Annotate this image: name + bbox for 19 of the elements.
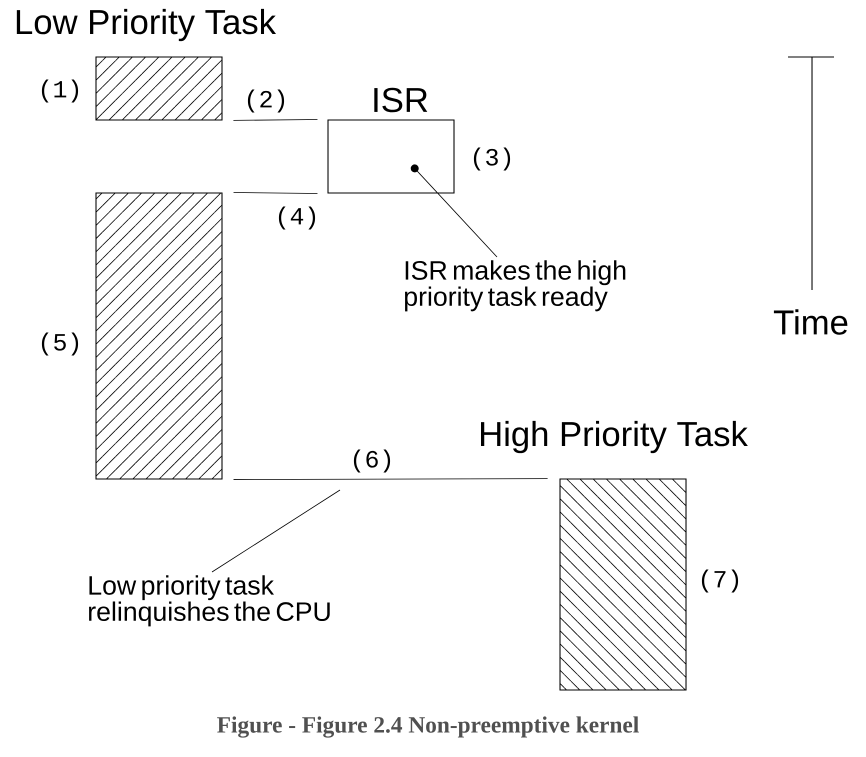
annotation: ISR makes the high priority task ready [405,260,626,312]
edge-label: (4) [273,205,321,231]
callout-number: (3) [474,148,510,170]
callout-number: (7) [702,570,738,592]
heading: ISR [374,88,428,112]
caption: Figure - Figure 2.4 Non-preemptive kernel [217,716,639,738]
leader-line [212,490,340,572]
heading: High Priority Task [481,420,748,454]
edge-label: (2) [242,88,290,114]
annotation: Low priority task relinquishes the CPU [89,575,330,626]
callout-number: (1) [42,80,78,102]
heading: Low Priority Task [16,8,276,42]
connector-line [233,119,318,121]
axis-label: Time [774,309,848,335]
connector-line [233,192,318,194]
edge-label: (6) [348,448,396,474]
connector-line [233,478,548,480]
callout-number: (5) [42,332,78,356]
leader-line [410,164,498,258]
